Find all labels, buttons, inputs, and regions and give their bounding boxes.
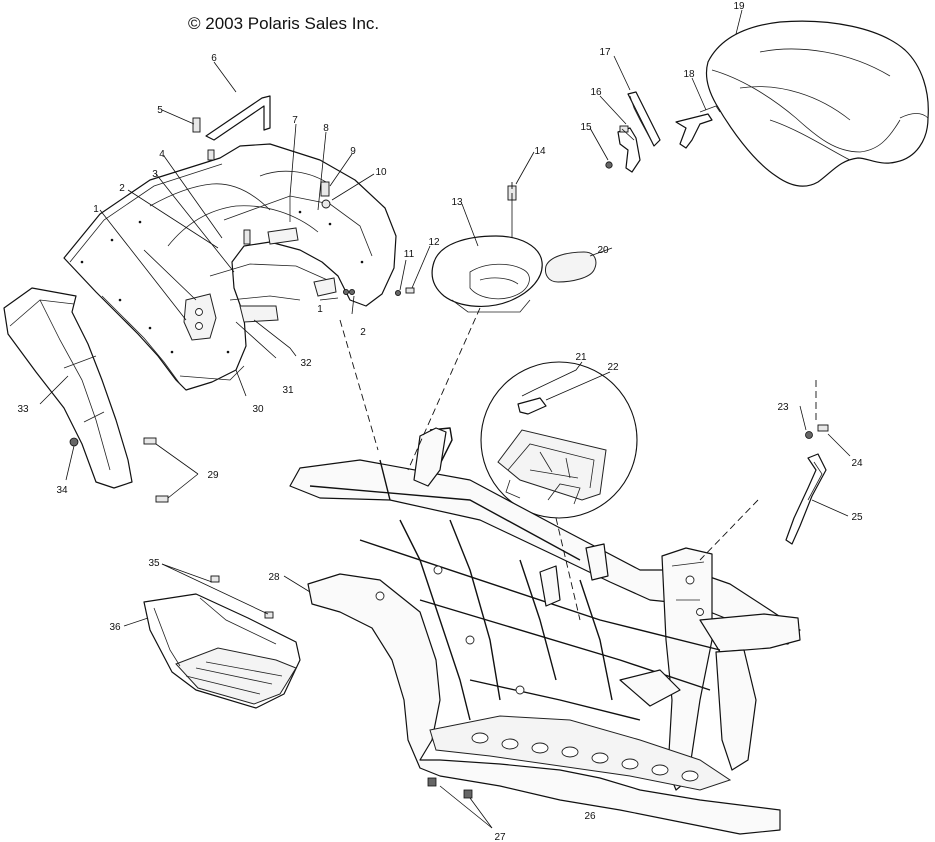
seat-part [705,20,929,187]
callout-25: 25 [851,512,863,523]
callout-9: 9 [350,146,356,157]
rear-fender-part [63,95,415,391]
callout-12: 12 [428,237,440,248]
callout-24: 24 [851,458,863,469]
side-panel-part [3,287,133,489]
callout-21: 21 [575,352,587,363]
copyright-notice: © 2003 Polaris Sales Inc. [188,14,379,33]
callout-4: 4 [159,149,165,160]
callout-23: 23 [777,402,789,413]
callout-17: 17 [599,47,611,58]
callout-31: 31 [282,385,294,396]
callout-18: 18 [683,69,695,80]
callout-labels: 19 6 17 18 16 5 15 7 8 9 14 4 3 10 2 13 … [17,1,863,842]
callout-20: 20 [597,245,609,256]
callout-29: 29 [207,470,219,481]
callout-1b: 1 [317,304,323,315]
callout-28: 28 [268,572,280,583]
detail-inset-circle [480,361,638,519]
callout-26: 26 [584,811,596,822]
callout-5: 5 [157,105,163,116]
callout-13: 13 [451,197,463,208]
callout-27: 27 [494,832,506,842]
seat-latch-assembly [605,91,721,173]
main-frame-part [289,427,801,835]
callout-2b: 2 [360,327,366,338]
callout-34: 34 [56,485,68,496]
callout-2: 2 [119,183,125,194]
callout-1: 1 [93,204,99,215]
callout-33: 33 [17,404,29,415]
callout-30: 30 [252,404,264,415]
callout-11: 11 [404,249,415,260]
callout-6: 6 [211,53,217,64]
callout-32: 32 [300,358,312,369]
callout-22: 22 [607,362,619,373]
footwell-part [143,575,301,709]
callout-8: 8 [323,123,329,134]
callout-15: 15 [580,122,592,133]
callout-10: 10 [375,167,387,178]
callout-7: 7 [292,115,298,126]
callout-36: 36 [109,622,121,633]
callout-14: 14 [534,146,546,157]
fasteners-29 [143,437,169,503]
strap-part [785,424,829,545]
callout-35: 35 [148,558,160,569]
leader-lines [39,9,851,829]
callout-16: 16 [590,87,602,98]
callout-3: 3 [152,169,158,180]
callout-19: 19 [733,1,745,12]
